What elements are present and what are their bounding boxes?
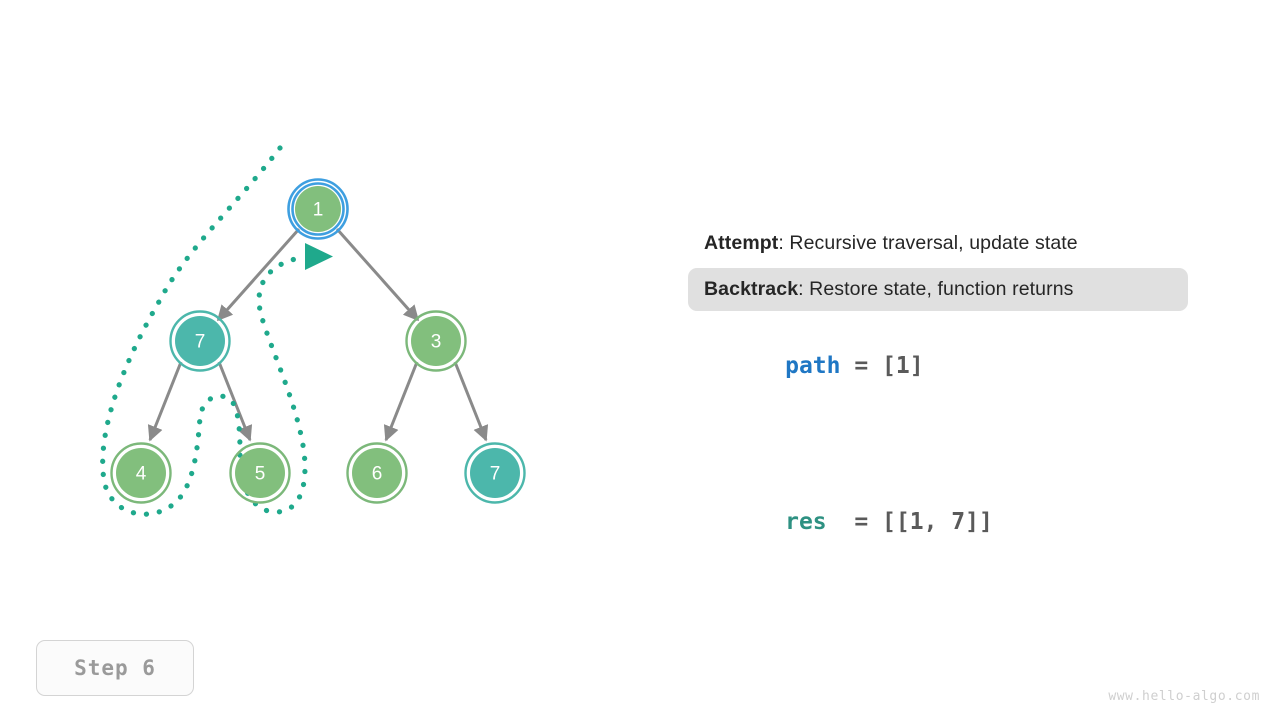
edge-3-to-6 <box>383 361 419 442</box>
legend-backtrack: Backtrack: Restore state, function retur… <box>688 268 1188 311</box>
tree-node-7-left-label: 7 <box>195 332 206 353</box>
tree-node-3[interactable]: 3 <box>405 310 467 372</box>
code-line-path: path = [1] <box>702 327 1188 405</box>
tree-node-1[interactable]: 1 <box>287 178 349 240</box>
tree-node-7-right[interactable]: 7 <box>464 442 526 504</box>
legend-attempt-lead: Attempt <box>704 232 779 254</box>
tree-node-6-label: 6 <box>372 464 383 485</box>
edge-7left-to-5 <box>217 361 253 442</box>
tree-node-7-left[interactable]: 7 <box>169 310 231 372</box>
backtrack-path-line <box>100 145 308 517</box>
edge-1-to-7left <box>216 228 301 322</box>
watermark: www.hello-algo.com <box>1108 689 1260 704</box>
binary-tree-diagram: 1 7 3 4 5 <box>100 145 526 517</box>
legend-attempt: Attempt: Recursive traversal, update sta… <box>688 222 1188 264</box>
tree-node-1-label: 1 <box>313 200 324 221</box>
code-line-res: res = [[1, 7]] <box>702 483 1188 561</box>
tree-node-5[interactable]: 5 <box>229 442 291 504</box>
code-var-path: path <box>785 352 841 379</box>
tree-nodes: 1 7 3 4 5 <box>110 178 526 504</box>
edge-3-to-7right <box>453 361 489 442</box>
edge-7left-to-4 <box>147 361 183 442</box>
info-panel: Attempt: Recursive traversal, update sta… <box>688 222 1188 561</box>
code-path-value: = [1] <box>840 352 924 379</box>
step-badge: Step 6 <box>36 640 194 696</box>
tree-node-4[interactable]: 4 <box>110 442 172 504</box>
tree-node-5-label: 5 <box>255 464 266 485</box>
tree-node-7-right-label: 7 <box>490 464 501 485</box>
tree-node-3-label: 3 <box>431 332 442 353</box>
legend-backtrack-text: : Restore state, function returns <box>798 278 1074 301</box>
tree-edges <box>147 228 489 442</box>
edge-1-to-3 <box>335 228 420 322</box>
backtrack-path <box>100 145 333 517</box>
tree-node-4-label: 4 <box>136 464 147 485</box>
tree-node-6[interactable]: 6 <box>346 442 408 504</box>
backtrack-arrowhead <box>305 243 333 270</box>
legend-backtrack-lead: Backtrack <box>704 278 799 301</box>
code-res-value: = [[1, 7]] <box>826 508 993 535</box>
code-var-res: res <box>785 508 827 535</box>
legend-attempt-text: : Recursive traversal, update state <box>778 232 1078 254</box>
